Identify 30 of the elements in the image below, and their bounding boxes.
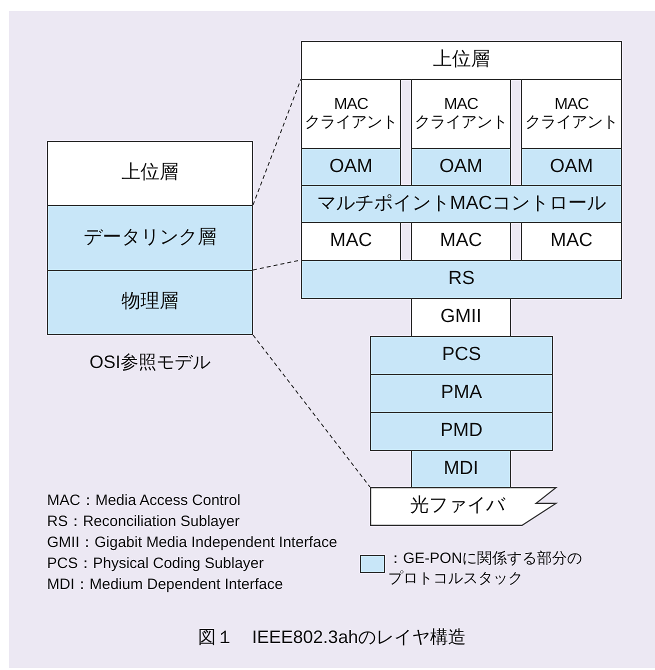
layer-box: OAM <box>301 148 401 186</box>
guide-line <box>252 334 370 488</box>
abbreviation-text: MAC：Media Access Control <box>47 490 240 510</box>
layer-box: MAC クライアント <box>301 79 401 149</box>
layer-box: PMA <box>370 374 553 413</box>
layer-box: MAC クライアント <box>521 79 622 149</box>
guide-line <box>252 78 302 206</box>
abbreviation-text: PCS：Physical Coding Sublayer <box>47 554 264 572</box>
model-caption: OSI参照モデル <box>90 351 211 374</box>
layer-box: PCS <box>370 336 553 375</box>
layer-box: 上位層 <box>301 41 622 80</box>
layer-box: 物理層 <box>47 270 253 335</box>
layer-box: PMD <box>370 412 553 451</box>
layer-box: MAC <box>301 222 401 261</box>
abbreviation-text: RS：Reconciliation Sublayer <box>47 512 240 530</box>
layer-box: GMII <box>411 298 511 337</box>
abbreviation-text: MDI：Medium Dependent Interface <box>47 574 283 594</box>
layer-box: RS <box>301 260 622 299</box>
layer-box: MAC <box>411 222 511 261</box>
abbreviation-text: GMII：Gigabit Media Independent Interface <box>47 532 338 552</box>
layer-box: マルチポイントMACコントロール <box>301 185 622 223</box>
figure-caption: 図１ IEEE802.3ahのレイヤ構造 <box>198 626 466 649</box>
layer-box: データリンク層 <box>47 205 253 271</box>
layer-box: MAC <box>521 222 622 261</box>
layer-box: MDI <box>411 450 511 488</box>
layer-box: 上位層 <box>47 141 253 206</box>
layer-box: OAM <box>521 148 622 186</box>
legend-text: ：GE-PONに関係する部分のプロトコルスタック <box>388 549 584 588</box>
layer-box: MAC クライアント <box>411 79 511 149</box>
layer-box: OAM <box>411 148 511 186</box>
